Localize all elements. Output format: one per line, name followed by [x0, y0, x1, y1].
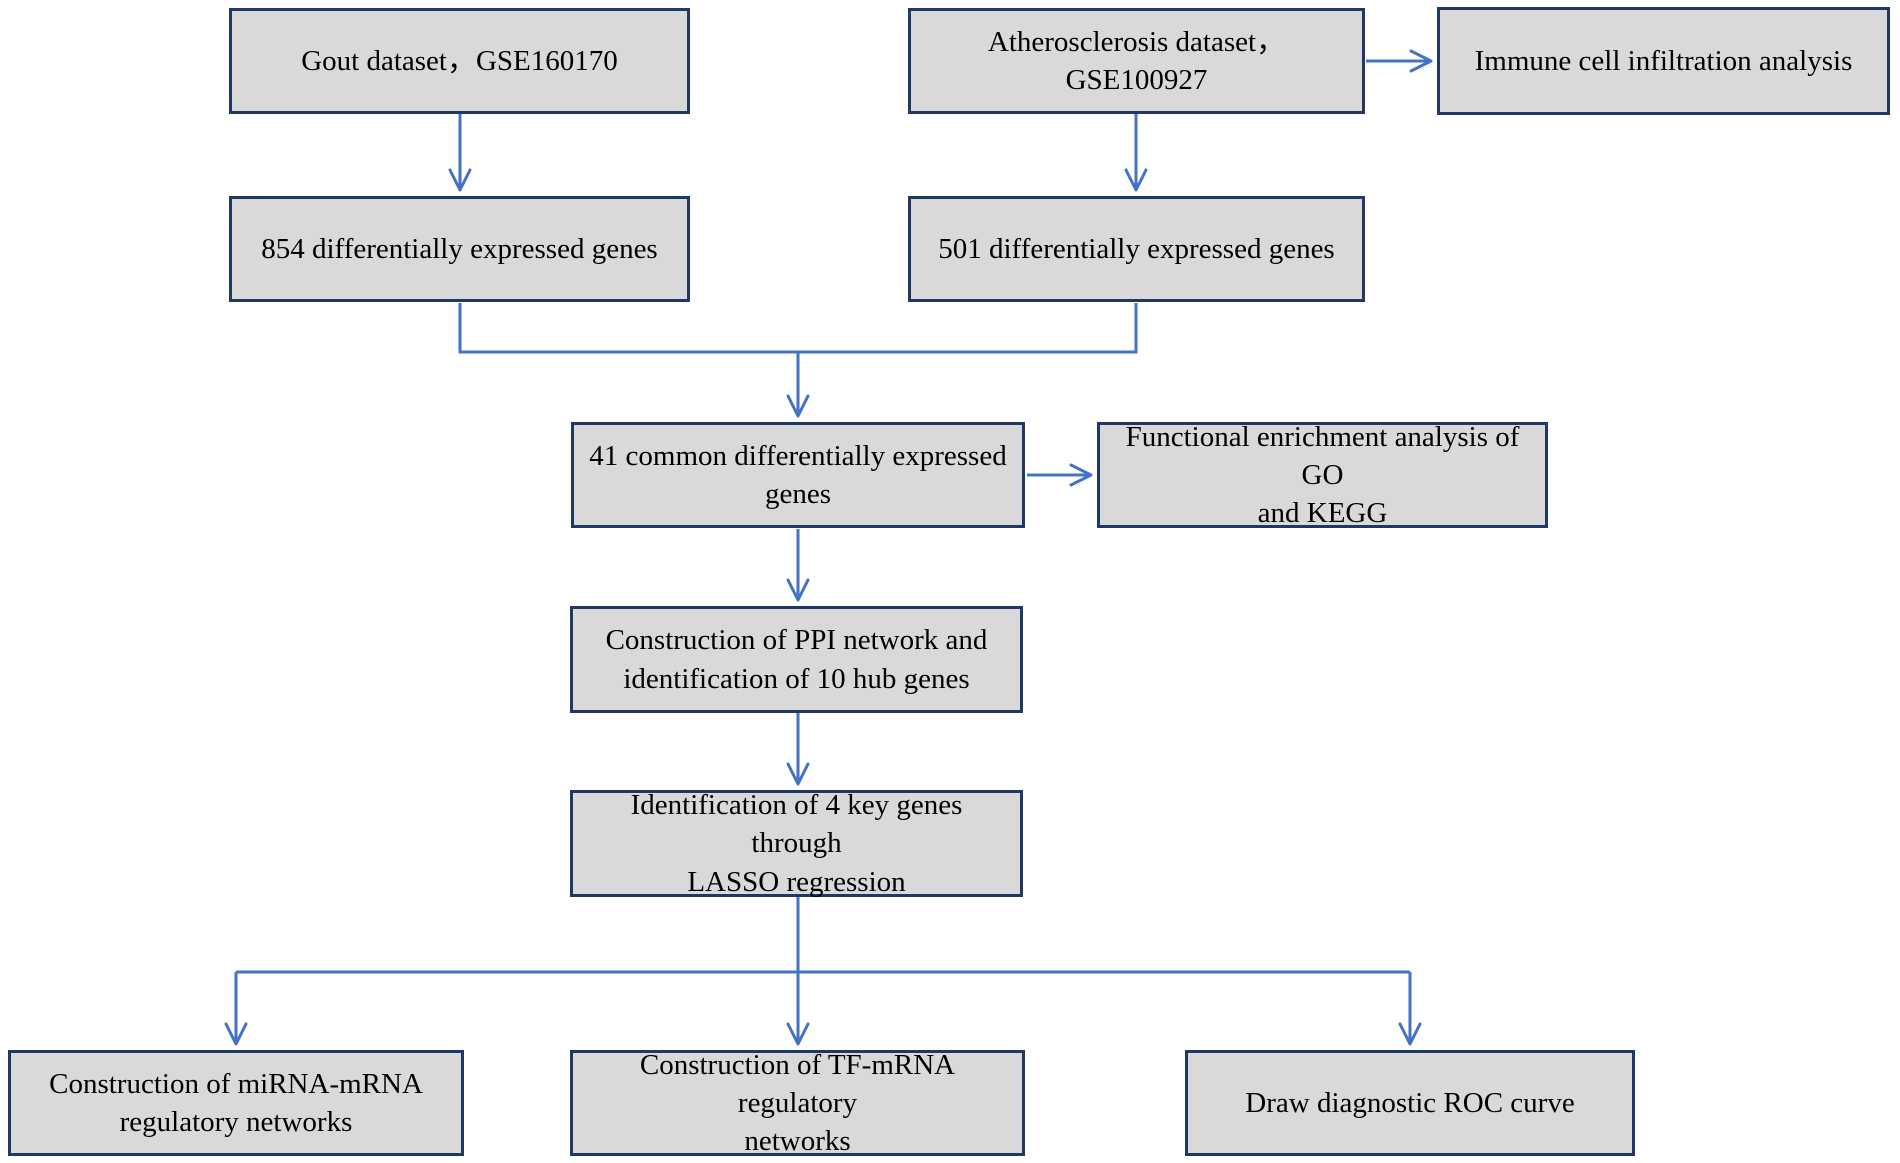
node-atherosclerosis-degs: 501 differentially expressed genes	[908, 196, 1365, 302]
node-ppi-hub-genes: Construction of PPI network and identifi…	[570, 606, 1023, 713]
node-immune-infiltration-label: Immune cell infiltration analysis	[1474, 44, 1853, 77]
node-functional-enrichment-label: Functional enrichment analysis of GO and…	[1125, 420, 1520, 530]
node-mirna-mrna-network-label: Construction of miRNA-mRNA regulatory ne…	[49, 1067, 423, 1138]
node-lasso-key-genes: Identification of 4 key genes through LA…	[570, 789, 1023, 898]
node-tf-mrna-network: Construction of TF-mRNA regulatory netwo…	[570, 1049, 1025, 1157]
node-common-degs-label: 41 common differentially expressed genes	[589, 439, 1007, 510]
node-functional-enrichment: Functional enrichment analysis of GO and…	[1097, 421, 1548, 529]
node-mirna-mrna-network: Construction of miRNA-mRNA regulatory ne…	[8, 1050, 464, 1156]
node-lasso-key-genes-label: Identification of 4 key genes through LA…	[630, 789, 963, 898]
edge-merge-elbow	[458, 303, 1138, 354]
node-atherosclerosis-degs-label: 501 differentially expressed genes	[938, 232, 1335, 265]
node-roc-curve-label: Draw diagnostic ROC curve	[1245, 1086, 1575, 1119]
node-tf-mrna-network-label: Construction of TF-mRNA regulatory netwo…	[639, 1048, 956, 1158]
node-gout-degs: 854 differentially expressed genes	[229, 196, 690, 302]
node-gout-dataset-label: Gout dataset，GSE160170	[301, 44, 618, 77]
node-immune-infiltration: Immune cell infiltration analysis	[1437, 7, 1890, 115]
node-atherosclerosis-dataset-label: Atherosclerosis dataset，GSE100927	[987, 25, 1286, 96]
node-gout-degs-label: 854 differentially expressed genes	[261, 232, 658, 265]
node-common-degs: 41 common differentially expressed genes	[571, 422, 1025, 528]
node-gout-dataset: Gout dataset，GSE160170	[229, 8, 690, 114]
node-roc-curve: Draw diagnostic ROC curve	[1185, 1050, 1635, 1156]
node-atherosclerosis-dataset: Atherosclerosis dataset，GSE100927	[908, 8, 1365, 114]
node-ppi-hub-genes-label: Construction of PPI network and identifi…	[605, 624, 988, 695]
